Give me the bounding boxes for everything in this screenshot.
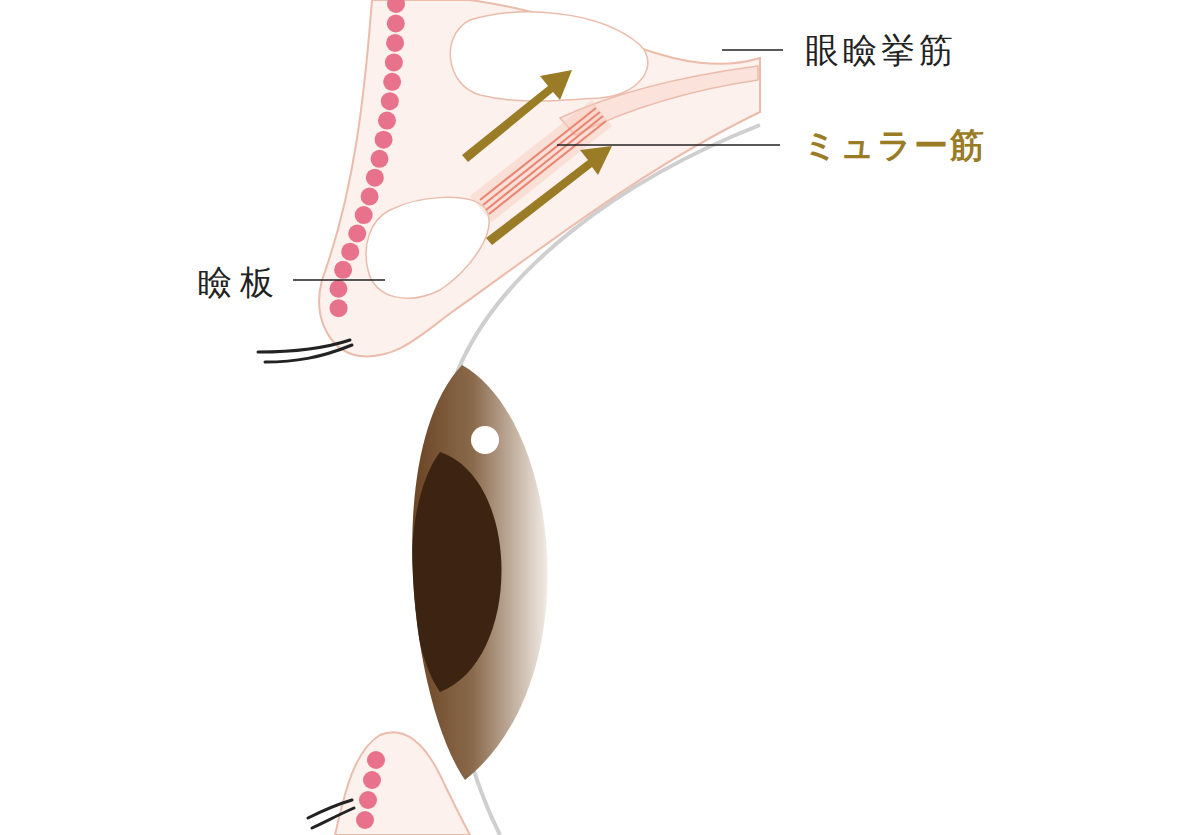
upper-eyelid [319, 0, 760, 356]
gland-dot [386, 34, 404, 52]
gland-dot [355, 206, 373, 224]
highlight-label: ミュラー筋 [803, 125, 986, 166]
gland-dot [367, 751, 385, 769]
lash [308, 800, 352, 818]
lower-glands [356, 751, 385, 829]
part-label: 眼瞼挙筋 [805, 30, 957, 71]
tarsal-glands [329, 0, 405, 317]
gland-dot [375, 131, 393, 149]
leader-line [557, 144, 780, 146]
leader-line [722, 49, 783, 51]
gland-dot [341, 243, 359, 261]
pull-arrows [462, 70, 612, 245]
iris [412, 365, 547, 780]
tarsal-pad [366, 197, 489, 298]
part-label: 瞼板 [198, 262, 282, 303]
gland-dot [329, 280, 347, 298]
leader-line [293, 279, 385, 281]
gland-dot [371, 150, 389, 168]
lash [265, 345, 352, 362]
gland-dot [387, 0, 405, 13]
gland-dot [361, 188, 379, 206]
gland-dot [383, 73, 401, 91]
gland-dot [387, 14, 405, 32]
gland-dot [381, 92, 399, 110]
lower-lashes [308, 800, 354, 828]
lash [312, 808, 354, 828]
lower-eyelid [335, 732, 470, 835]
upper-lashes [258, 340, 352, 362]
gland-dot [359, 791, 377, 809]
arrow [486, 146, 612, 245]
gland-dot [348, 224, 366, 242]
leader-lines [293, 50, 783, 280]
gland-dot [330, 299, 348, 317]
gland-dot [334, 261, 352, 279]
gland-dot [363, 771, 381, 789]
highlight [471, 426, 499, 454]
gland-dot [366, 169, 384, 187]
gland-dot [385, 53, 403, 71]
arrow [462, 70, 572, 162]
gland-dot [356, 811, 374, 829]
pupil [411, 452, 501, 692]
gland-dot [378, 112, 396, 130]
